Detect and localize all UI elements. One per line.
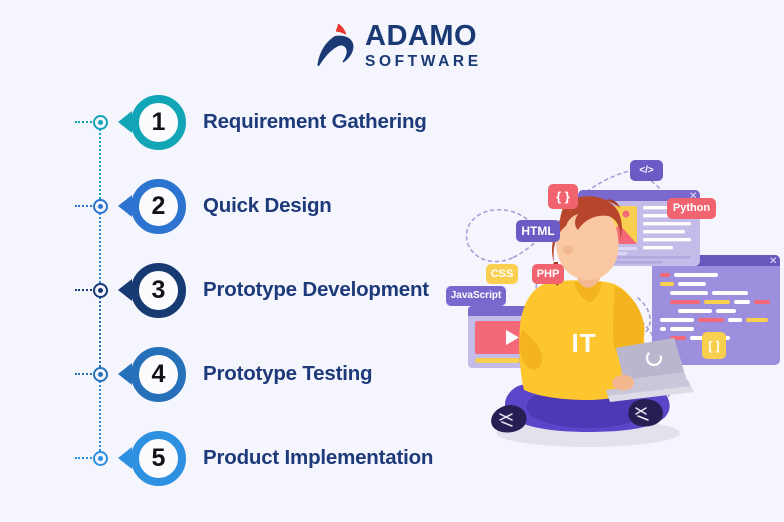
step-item-3[interactable]: 3 Prototype Development: [0, 248, 470, 374]
adamo-software-logo: ADAMO SOFTWARE: [316, 22, 482, 70]
step-dotted-stub-2: [75, 205, 99, 207]
process-step-timeline: 1 Requirement Gathering 2 Quick Design 3…: [0, 80, 470, 500]
step-number-2: 2: [151, 191, 166, 220]
step-marker-dot-2: [92, 198, 108, 214]
step-number-circle-1: 1: [131, 94, 186, 150]
step-pointer-3: [118, 279, 132, 301]
step-dotted-connector-3: [99, 290, 101, 374]
step-label-4: Prototype Testing: [203, 362, 373, 385]
code-tag-label: JavaScript: [450, 290, 502, 301]
code-tag-javascript: JavaScript: [446, 286, 506, 306]
step-item-2[interactable]: 2 Quick Design: [0, 164, 470, 290]
article-text-lines: [643, 206, 691, 250]
character-head: [556, 205, 619, 280]
step-number-4: 4: [151, 359, 166, 388]
step-marker-dot-1: [92, 114, 108, 130]
illustration-canvas: IT: [465, 169, 780, 447]
code-tag-label: Python: [672, 202, 711, 214]
character-hair-tuft: [606, 199, 620, 208]
character-sleeve-right: [613, 286, 645, 357]
step-pointer-4: [118, 363, 132, 385]
step-dotted-stub-4: [75, 373, 99, 375]
logo-primary-text: ADAMO: [365, 20, 478, 52]
step-dotted-stub-3: [75, 289, 99, 291]
code-tag-css: CSS: [486, 264, 518, 284]
step-number-3: 3: [151, 275, 166, 304]
character-hair: [552, 196, 622, 262]
logo-wordmark: ADAMO SOFTWARE: [365, 22, 482, 70]
character-ear: [563, 245, 573, 255]
shirt-text: IT: [571, 328, 596, 358]
step-number-circle-3: 3: [131, 262, 186, 318]
step-dotted-stub-1: [75, 121, 99, 123]
shirt-collar: [574, 282, 602, 302]
step-dotted-connector-4: [99, 374, 101, 458]
step-pointer-5: [118, 447, 132, 469]
code-tag-python: Python: [667, 198, 716, 219]
code-tag-label: </>: [639, 164, 654, 176]
step-label-5: Product Implementation: [203, 446, 434, 469]
step-dotted-stub-5: [75, 457, 99, 459]
code-tag-label: PHP: [536, 267, 560, 280]
code-tag-html: HTML: [516, 220, 560, 242]
logo-secondary-text: SOFTWARE: [365, 53, 482, 70]
adamo-a-swoosh-mark: [317, 23, 354, 66]
step-number-circle-2: 2: [131, 178, 186, 234]
step-item-4[interactable]: 4 Prototype Testing: [0, 332, 470, 458]
character-sleeve-left: [519, 330, 543, 370]
laptop: [606, 338, 694, 402]
code-lines: [660, 273, 770, 349]
code-tag-label: HTML: [521, 224, 555, 238]
step-dotted-connector-1: [99, 122, 101, 206]
step-item-1[interactable]: 1 Requirement Gathering: [0, 80, 470, 206]
character-legs-shade: [526, 394, 649, 428]
step-pointer-1: [118, 111, 132, 133]
step-number-5: 5: [151, 443, 166, 472]
code-tag-label: CSS: [490, 267, 514, 280]
character-hand-left: [612, 375, 635, 391]
code-tag-label: [ ]: [708, 338, 720, 353]
step-item-5[interactable]: 5 Product Implementation: [0, 416, 470, 500]
step-pointer-2: [118, 195, 132, 217]
developer-illustration: IT <: [438, 140, 784, 485]
code-tag-angle-brackets: </>: [630, 160, 663, 181]
step-number-1: 1: [151, 107, 166, 136]
step-marker-dot-3: [92, 282, 108, 298]
step-dotted-connector-2: [99, 206, 101, 290]
step-label-3: Prototype Development: [203, 278, 429, 301]
step-label-1: Requirement Gathering: [203, 110, 427, 133]
step-number-circle-5: 5: [131, 430, 186, 486]
shoe-laces: [499, 407, 649, 427]
code-tag-label: { }: [556, 189, 570, 204]
step-marker-dot-5: [92, 450, 108, 466]
code-tag-square-brackets: [ ]: [702, 332, 726, 359]
character-shoe-right: [628, 399, 664, 427]
code-tag-php: PHP: [532, 264, 564, 284]
step-label-2: Quick Design: [203, 194, 332, 217]
step-marker-dot-4: [92, 366, 108, 382]
seated-developer-character: IT: [491, 196, 694, 447]
code-tag-curly-braces: { }: [548, 184, 578, 209]
step-number-circle-4: 4: [131, 346, 186, 402]
